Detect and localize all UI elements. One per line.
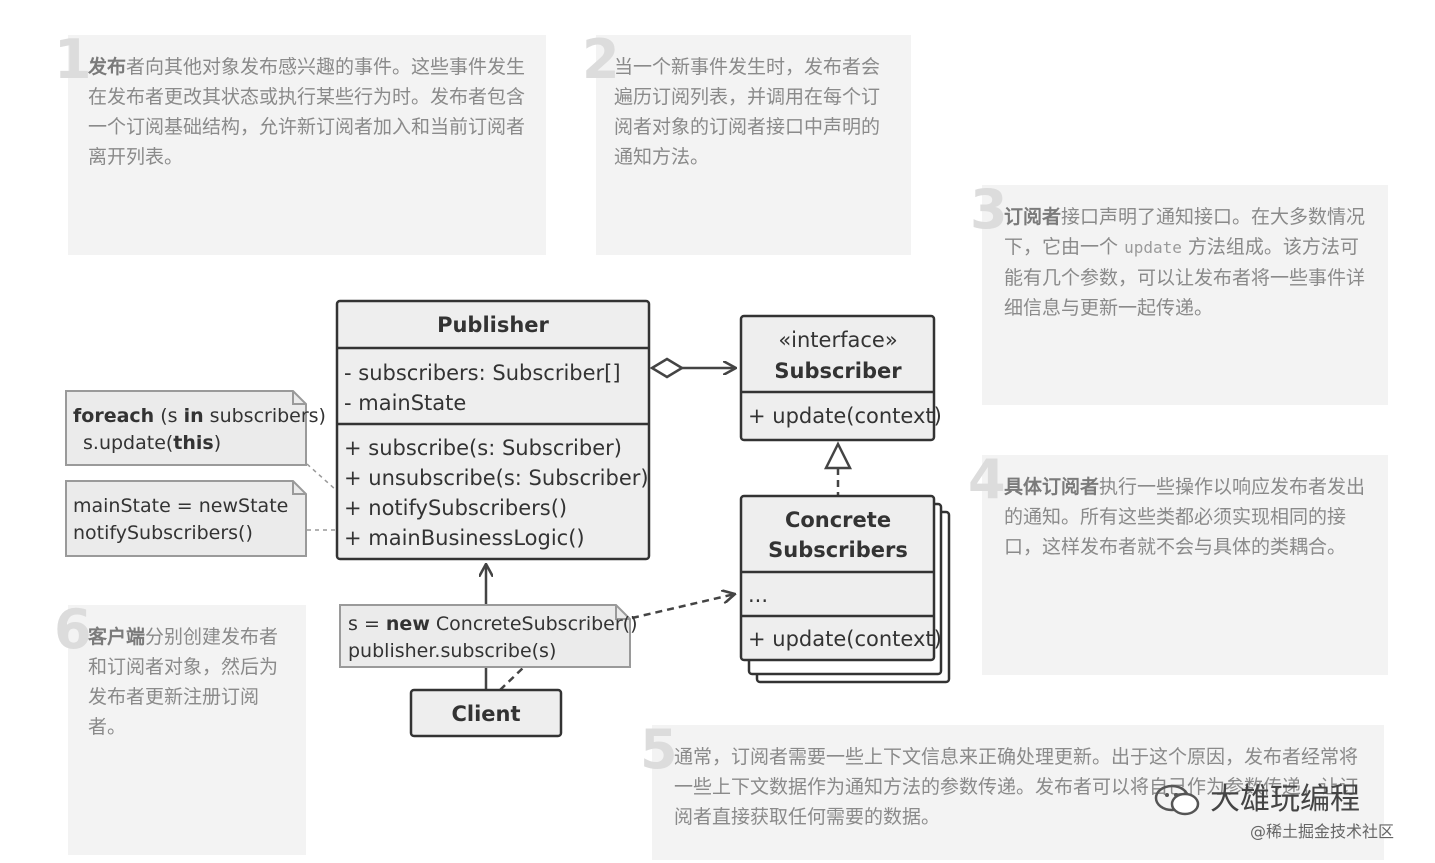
note-body: 者向其他对象发布感兴趣的事件。这些事件发生在发布者更改其状态或执行某些行为时。发… [88, 56, 526, 168]
note-body: 当一个新事件发生时，发布者会遍历订阅列表，并调用在每个订阅者对象的订阅者接口中声… [614, 56, 881, 168]
code-keyword: in [184, 405, 204, 427]
publisher-method: + mainBusinessLogic() [344, 526, 585, 550]
note-text: 发布者向其他对象发布感兴趣的事件。这些事件发生在发布者更改其状态或执行某些行为时… [88, 52, 528, 172]
subscriber-method: + update(context) [748, 404, 942, 428]
note-text: 客户端分别创建发布者和订阅者对象，然后为发布者更新注册订阅者。 [88, 622, 288, 742]
note-body-2: 方法组成。该方法可能有几个参数，可以让发布者将一些事件详细信息与更新一起传递。 [1004, 236, 1366, 319]
note-text: 订阅者接口声明了通知接口。在大多数情况下，它由一个 update 方法组成。该方… [1004, 202, 1374, 323]
code-keyword: new [386, 613, 430, 635]
watermark-brand: 大雄玩编程 [1210, 782, 1360, 817]
subscriber-title: Subscriber [774, 359, 902, 383]
note-number: 3 [970, 178, 1008, 241]
note-bold: 具体订阅者 [1004, 476, 1100, 498]
code-text: mainState = newState [73, 495, 288, 517]
note-5: 5 通常，订阅者需要一些上下文信息来正确处理更新。出于这个原因，发布者经常将一些… [640, 723, 1384, 860]
code-text: ) [214, 432, 221, 454]
note-bold: 发布 [88, 56, 127, 78]
aggregation-arrow [649, 357, 736, 379]
subscriber-interface: «interface» Subscriber + update(context) [739, 314, 942, 442]
realization-arrow [823, 441, 853, 496]
publisher-method: + subscribe(s: Subscriber) [344, 436, 622, 460]
concrete-title: Subscribers [768, 538, 908, 562]
watermark: 大雄玩编程 @稀土掘金技术社区 [1152, 770, 1412, 841]
svg-text:s = new ConcreteSubscriber(): s = new ConcreteSubscriber() [348, 613, 638, 635]
code-text: notifySubscribers() [73, 522, 253, 544]
interface-stereotype: «interface» [778, 328, 897, 352]
client-concrete-arrow [499, 594, 735, 691]
note-3: 3 订阅者接口声明了通知接口。在大多数情况下，它由一个 update 方法组成。… [970, 183, 1388, 405]
note-4: 4 具体订阅者执行一些操作以响应发布者发出的通知。所有这些类都必须实现相同的接口… [968, 453, 1388, 675]
note-6: 6 客户端分别创建发布者和订阅者对象，然后为发布者更新注册订阅者。 [54, 603, 306, 855]
code-text: subscribers) [204, 405, 326, 427]
concrete-field: ... [748, 583, 768, 607]
note-text: 具体订阅者执行一些操作以响应发布者发出的通知。所有这些类都必须实现相同的接口，这… [1004, 472, 1374, 562]
code-keyword: foreach [73, 405, 154, 427]
publisher-field: - subscribers: Subscriber[] [344, 361, 621, 385]
note-body: 分别创建发布者和订阅者对象，然后为发布者更新注册订阅者。 [88, 626, 279, 738]
note-number: 1 [54, 28, 92, 91]
note-1: 1 发布者向其他对象发布感兴趣的事件。这些事件发生在发布者更改其状态或执行某些行… [54, 33, 546, 255]
note-body: 执行一些操作以响应发布者发出的通知。所有这些类都必须实现相同的接口，这样发布者就… [1004, 476, 1366, 558]
publisher-method: + unsubscribe(s: Subscriber) [344, 466, 649, 490]
code-text: ConcreteSubscriber() [430, 613, 638, 635]
client-title: Client [451, 702, 520, 726]
note-bold: 订阅者 [1004, 206, 1062, 228]
code-keyword: this [173, 432, 213, 454]
svg-text:s.update(this): s.update(this) [83, 432, 221, 454]
watermark-source: @稀土掘金技术社区 [1250, 822, 1395, 841]
note-code: update [1124, 238, 1182, 257]
publisher-field: - mainState [344, 391, 466, 415]
note-number: 5 [640, 718, 678, 781]
svg-text:foreach (s in subscribers): foreach (s in subscribers) [73, 405, 326, 427]
client-class: Client [409, 688, 563, 738]
publisher-class: Publisher - subscribers: Subscriber[] - … [335, 299, 651, 561]
code-text: publisher.subscribe(s) [348, 640, 556, 662]
note-2: 2 当一个新事件发生时，发布者会遍历订阅列表，并调用在每个订阅者对象的订阅者接口… [582, 33, 911, 255]
code-text: (s [154, 405, 183, 427]
notify-code-note: mainState = newState notifySubscribers() [65, 480, 307, 557]
note-number: 2 [582, 28, 620, 91]
code-text: s.update( [83, 432, 173, 454]
note-body: 接口声明了通知接口。在大多数情况下，它由一个 [1004, 206, 1366, 258]
foreach-code-note: foreach (s in subscribers) s.update(this… [65, 390, 326, 466]
concrete-title: Concrete [785, 508, 891, 532]
concrete-method: + update(context) [748, 627, 942, 651]
publisher-title: Publisher [437, 313, 549, 337]
wechat-icon [1152, 782, 1204, 818]
publisher-method: + notifySubscribers() [344, 496, 567, 520]
note-bold: 客户端 [88, 626, 146, 648]
note-connector [306, 463, 337, 491]
concrete-subscribers-class: Concrete Subscribers ... + update(contex… [739, 494, 951, 684]
code-text: s = [348, 613, 386, 635]
client-code-note: s = new ConcreteSubscriber() publisher.s… [339, 604, 638, 668]
note-number: 4 [968, 448, 1006, 511]
note-text: 当一个新事件发生时，发布者会遍历订阅列表，并调用在每个订阅者对象的订阅者接口中声… [614, 52, 884, 172]
note-number: 6 [54, 598, 92, 661]
